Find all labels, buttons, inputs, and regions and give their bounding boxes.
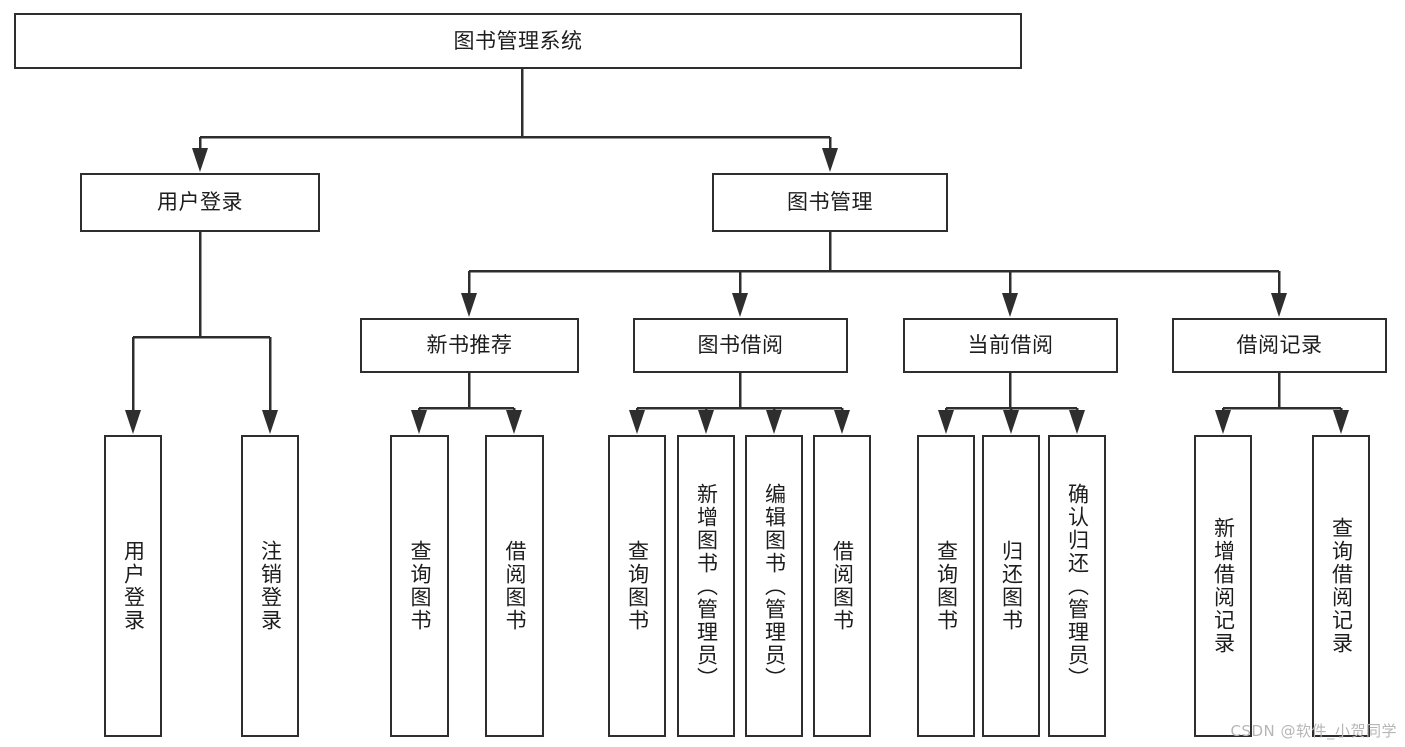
node-borrow[interactable]: 图书借阅: [633, 318, 848, 373]
connector-arrowhead: [629, 410, 645, 434]
connector-arrowhead: [411, 410, 427, 434]
connector-arrowhead: [1003, 410, 1019, 434]
node-current[interactable]: 当前借阅: [903, 318, 1118, 373]
node-label: 借阅图书: [830, 540, 855, 632]
connector-arrowhead: [1215, 410, 1231, 434]
node-leaf-user-logout[interactable]: 注销登录: [241, 435, 299, 737]
connector-arrowhead: [732, 293, 748, 317]
connector-arrowhead: [938, 410, 954, 434]
node-label: 图书管理系统: [453, 28, 583, 53]
connector-arrowhead: [506, 410, 522, 434]
node-root[interactable]: 图书管理系统: [14, 13, 1022, 69]
node-records[interactable]: 借阅记录: [1172, 318, 1387, 373]
connector-arrowhead: [1002, 293, 1018, 317]
connector-arrowhead: [1069, 410, 1085, 434]
node-leaf-cur-confirm[interactable]: 确认归还（管理员）: [1048, 435, 1106, 737]
connector-arrowhead: [192, 148, 208, 172]
csdn-watermark: CSDN @软件_小贺同学: [1230, 722, 1397, 740]
connector-arrowhead: [125, 410, 141, 434]
node-newbook[interactable]: 新书推荐: [360, 318, 579, 373]
node-bookmgmt[interactable]: 图书管理: [712, 173, 948, 232]
node-leaf-user-login[interactable]: 用户登录: [104, 435, 162, 737]
node-label: 新书推荐: [426, 333, 513, 358]
node-leaf-bw-borrow[interactable]: 借阅图书: [813, 435, 871, 737]
node-label: 查询图书: [934, 540, 959, 632]
node-label: 当前借阅: [967, 333, 1054, 358]
node-label: 新增图书（管理员）: [694, 482, 719, 690]
node-leaf-cur-return[interactable]: 归还图书: [982, 435, 1040, 737]
node-leaf-rec-add[interactable]: 新增借阅记录: [1194, 435, 1252, 737]
connector-arrowhead: [262, 410, 278, 434]
connector-arrowhead: [822, 148, 838, 172]
connector-arrowhead: [766, 410, 782, 434]
connector-arrowhead: [834, 410, 850, 434]
node-leaf-bw-add[interactable]: 新增图书（管理员）: [677, 435, 735, 737]
node-label: 借阅记录: [1236, 333, 1323, 358]
node-label: 确认归还（管理员）: [1065, 482, 1090, 690]
connector-arrowhead: [1333, 410, 1349, 434]
node-label: 归还图书: [999, 540, 1024, 632]
connector-arrowhead: [1271, 293, 1287, 317]
node-label: 新增借阅记录: [1211, 517, 1236, 655]
node-leaf-cur-query[interactable]: 查询图书: [917, 435, 975, 737]
connector-arrowhead: [461, 293, 477, 317]
node-label: 编辑图书（管理员）: [762, 482, 787, 690]
node-label: 借阅图书: [503, 540, 528, 632]
node-label: 查询图书: [408, 540, 433, 632]
node-label: 注销登录: [258, 540, 283, 632]
node-leaf-bw-query[interactable]: 查询图书: [608, 435, 666, 737]
node-label: 用户登录: [121, 540, 146, 632]
node-leaf-bw-edit[interactable]: 编辑图书（管理员）: [745, 435, 803, 737]
node-label: 查询借阅记录: [1329, 517, 1354, 655]
node-leaf-rec-query[interactable]: 查询借阅记录: [1312, 435, 1370, 737]
node-leaf-nb-query[interactable]: 查询图书: [390, 435, 449, 737]
node-login[interactable]: 用户登录: [80, 173, 320, 232]
node-label: 用户登录: [157, 190, 243, 215]
node-label: 图书借阅: [697, 333, 784, 358]
node-label: 图书管理: [787, 190, 873, 215]
connector-arrowhead: [698, 410, 714, 434]
node-label: 查询图书: [625, 540, 650, 632]
node-leaf-nb-borrow[interactable]: 借阅图书: [485, 435, 544, 737]
